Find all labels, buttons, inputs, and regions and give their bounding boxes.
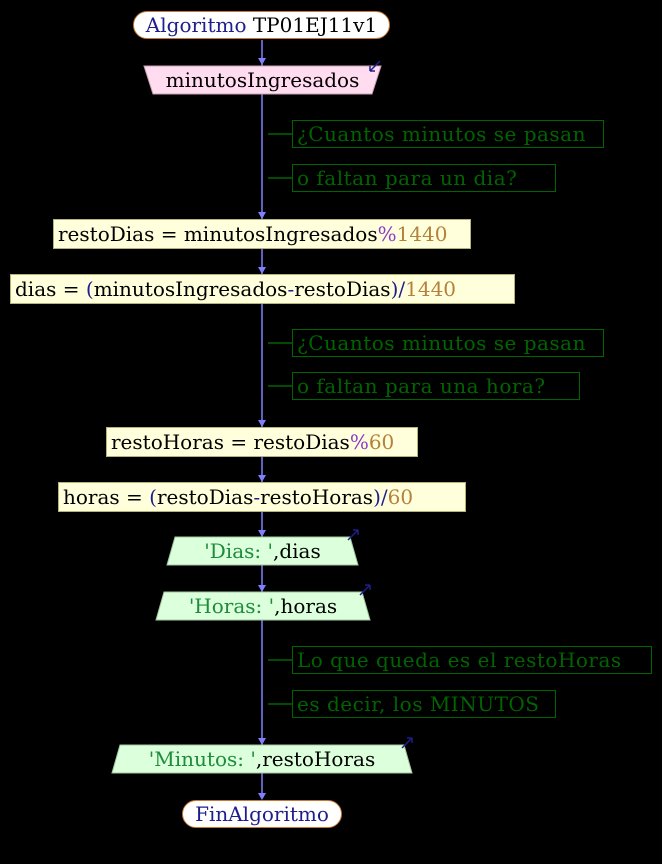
open-paren: (	[85, 277, 94, 301]
assign-lhs: dias	[15, 277, 57, 301]
arrow-3	[258, 267, 266, 274]
write-arrow-icon	[347, 529, 359, 541]
assign-dias: dias = (minutosIngresados-restoDias)/144…	[10, 274, 515, 304]
divide-operator: /	[398, 277, 406, 301]
arrow-2	[258, 212, 266, 219]
assign-eq: =	[56, 277, 86, 301]
write-shape-minutos	[111, 744, 413, 774]
arrow-5	[258, 475, 266, 482]
assign-eq: =	[223, 430, 254, 454]
assign-lhs: restoHoras	[111, 430, 224, 454]
minus-operator: -	[253, 485, 261, 509]
modulo-operator: %	[377, 222, 397, 246]
string-literal: 'Horas: '	[188, 594, 275, 618]
algorithm-name: TP01EJ11v1	[252, 13, 378, 37]
read-shape	[143, 65, 382, 95]
write-shape-horas	[155, 591, 371, 621]
assign-resto-dias: restoDias = minutosIngresados%1440	[53, 219, 471, 249]
comment-text: ¿Cuantos minutos se pasan	[297, 331, 586, 355]
arrow-6	[258, 530, 266, 537]
close-paren: )	[373, 485, 381, 509]
modulo-operator: %	[349, 430, 369, 454]
read-variable: minutosIngresados	[165, 68, 360, 92]
minus-operator: -	[287, 277, 295, 301]
read-arrow-icon	[369, 60, 381, 72]
comment-text: o faltan para una hora?	[297, 374, 546, 398]
algorithm-keyword: Algoritmo	[145, 13, 247, 37]
arrow-7	[258, 585, 266, 592]
assign-lhs: restoDias	[58, 222, 155, 246]
arrow-9	[258, 793, 266, 800]
comment-box: ¿Cuantos minutos se pasan	[292, 329, 604, 357]
comma: ,	[274, 594, 281, 618]
start-terminal: Algoritmo TP01EJ11v1	[133, 11, 390, 39]
write-horas: 'Horas: ',horas	[156, 591, 370, 621]
number-literal: 1440	[405, 277, 457, 301]
comment-box: es decir, los MINUTOS	[292, 690, 556, 718]
write-arrow-icon	[401, 737, 413, 749]
write-arrow-icon	[359, 584, 371, 596]
write-minutos: 'Minutos: ',restoHoras	[112, 744, 412, 774]
comma: ,	[272, 539, 280, 563]
assign-operand: restoDias	[156, 485, 254, 509]
assign-eq: =	[119, 485, 150, 509]
divide-operator: /	[380, 485, 388, 509]
open-paren: (	[149, 485, 157, 509]
read-node: minutosIngresados	[144, 65, 381, 95]
comment-text: Lo que queda es el restoHoras	[297, 648, 622, 672]
assign-horas: horas = (restoDias-restoHoras)/60	[58, 482, 466, 512]
comment-text: ¿Cuantos minutos se pasan	[297, 122, 586, 146]
end-keyword: FinAlgoritmo	[195, 802, 329, 826]
comment-text: o faltan para un dia?	[297, 166, 518, 190]
assign-eq: =	[154, 222, 184, 246]
number-literal: 60	[368, 430, 395, 454]
assign-operand: minutosIngresados	[93, 277, 288, 301]
arrow-8	[258, 738, 266, 745]
write-dias: 'Dias: ',dias	[167, 536, 358, 566]
string-literal: 'Minutos: '	[148, 747, 256, 771]
comment-box: Lo que queda es el restoHoras	[292, 646, 652, 674]
assign-operand: restoDias	[294, 277, 391, 301]
assign-operand: minutosIngresados	[183, 222, 378, 246]
comment-box: o faltan para un dia?	[292, 164, 556, 192]
write-shape-dias	[166, 536, 359, 566]
string-literal: 'Dias: '	[204, 539, 273, 563]
end-terminal: FinAlgoritmo	[182, 800, 342, 828]
assign-lhs: horas	[63, 485, 120, 509]
arrow-4	[258, 420, 266, 427]
comma: ,	[255, 747, 263, 771]
write-variable: dias	[279, 539, 321, 563]
close-paren: )	[390, 277, 399, 301]
comment-box: ¿Cuantos minutos se pasan	[292, 120, 604, 148]
assign-operand: restoDias	[253, 430, 350, 454]
comment-text: es decir, los MINUTOS	[297, 692, 540, 716]
write-variable: horas	[280, 594, 338, 618]
arrow-1	[258, 58, 266, 65]
comment-box: o faltan para una hora?	[292, 372, 580, 400]
write-variable: restoHoras	[262, 747, 376, 771]
assign-operand: restoHoras	[260, 485, 374, 509]
number-literal: 60	[387, 485, 414, 509]
assign-resto-horas: restoHoras = restoDias%60	[106, 427, 418, 457]
number-literal: 1440	[396, 222, 448, 246]
